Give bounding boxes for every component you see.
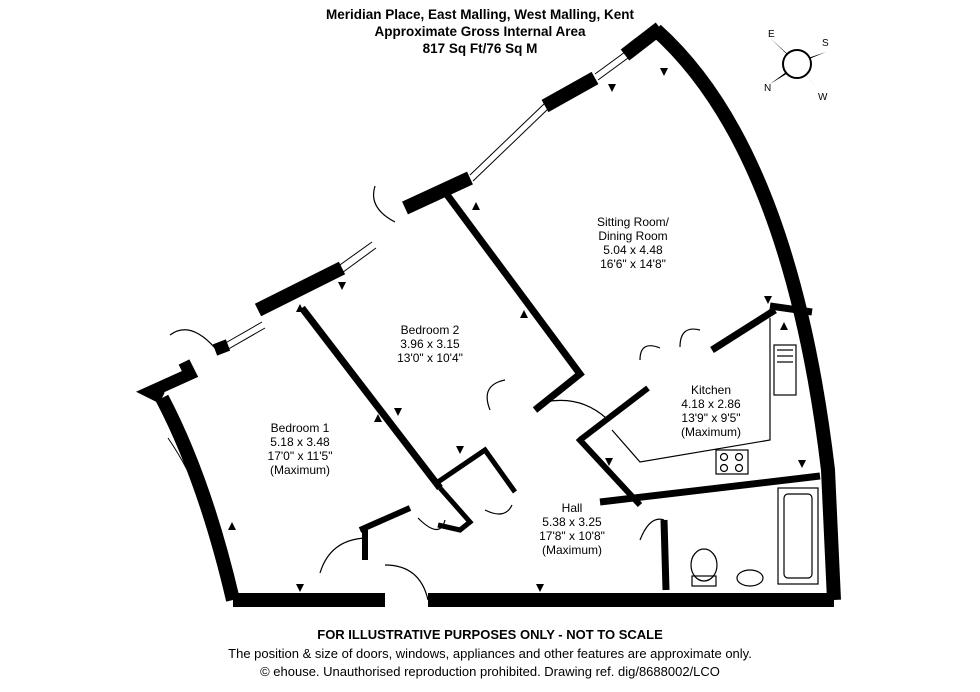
room-label-hall: Hall 5.38 x 3.25 17'8" x 10'8" (Maximum) <box>539 501 605 557</box>
bedroom2-imperial: 13'0" x 10'4" <box>397 351 463 365</box>
door-swings <box>169 185 701 601</box>
outer-walls <box>136 22 841 607</box>
compass-west: W <box>818 92 828 103</box>
bedroom1-note: (Maximum) <box>270 463 330 477</box>
room-label-kitchen: Kitchen 4.18 x 2.86 13'9" x 9'5" (Maximu… <box>681 383 741 439</box>
disclaimer: FOR ILLUSTRATIVE PURPOSES ONLY - NOT TO … <box>317 627 663 642</box>
compass-south: S <box>822 38 829 49</box>
compass-north: N <box>764 83 771 94</box>
property-address: Meridian Place, East Malling, West Malli… <box>325 7 635 22</box>
sitting-room-imperial: 16'6" x 14'8" <box>600 257 666 271</box>
bedroom1-name: Bedroom 1 <box>271 421 330 435</box>
room-label-bedroom1: Bedroom 1 5.18 x 3.48 17'0" x 11'5" (Max… <box>268 421 333 477</box>
approximation-note: The position & size of doors, windows, a… <box>228 646 752 661</box>
hall-note: (Maximum) <box>542 543 602 557</box>
bathroom-fixtures <box>690 487 819 587</box>
area-value: 817 Sq Ft/76 Sq M <box>422 41 538 56</box>
bedroom2-name: Bedroom 2 <box>401 323 460 337</box>
hall-imperial: 17'8" x 10'8" <box>539 529 605 543</box>
copyright-note: © ehouse. Unauthorised reproduction proh… <box>260 664 720 679</box>
interior-walls <box>299 189 821 591</box>
sitting-room-name: Sitting Room/ <box>597 215 670 229</box>
bedroom2-metric: 3.96 x 3.15 <box>400 337 460 351</box>
compass-icon: E S N W <box>764 29 829 103</box>
kitchen-fixtures <box>611 318 797 475</box>
bedroom1-imperial: 17'0" x 11'5" <box>268 449 333 463</box>
area-title: Approximate Gross Internal Area <box>374 24 586 39</box>
compass-east: E <box>768 29 775 40</box>
room-label-bedroom2: Bedroom 2 3.96 x 3.15 13'0" x 10'4" <box>397 323 463 365</box>
sitting-room-metric: 5.04 x 4.48 <box>603 243 663 257</box>
hall-metric: 5.38 x 3.25 <box>542 515 602 529</box>
bedroom1-metric: 5.18 x 3.48 <box>270 435 330 449</box>
dimension-markers <box>228 68 806 592</box>
kitchen-imperial: 13'9" x 9'5" <box>681 411 740 425</box>
kitchen-metric: 4.18 x 2.86 <box>681 397 741 411</box>
room-label-sitting: Sitting Room/ Dining Room 5.04 x 4.48 16… <box>597 215 670 271</box>
windows <box>167 51 629 511</box>
kitchen-name: Kitchen <box>691 383 731 397</box>
sitting-room-name-2: Dining Room <box>598 229 667 243</box>
hall-name: Hall <box>562 501 583 515</box>
kitchen-note: (Maximum) <box>681 425 741 439</box>
